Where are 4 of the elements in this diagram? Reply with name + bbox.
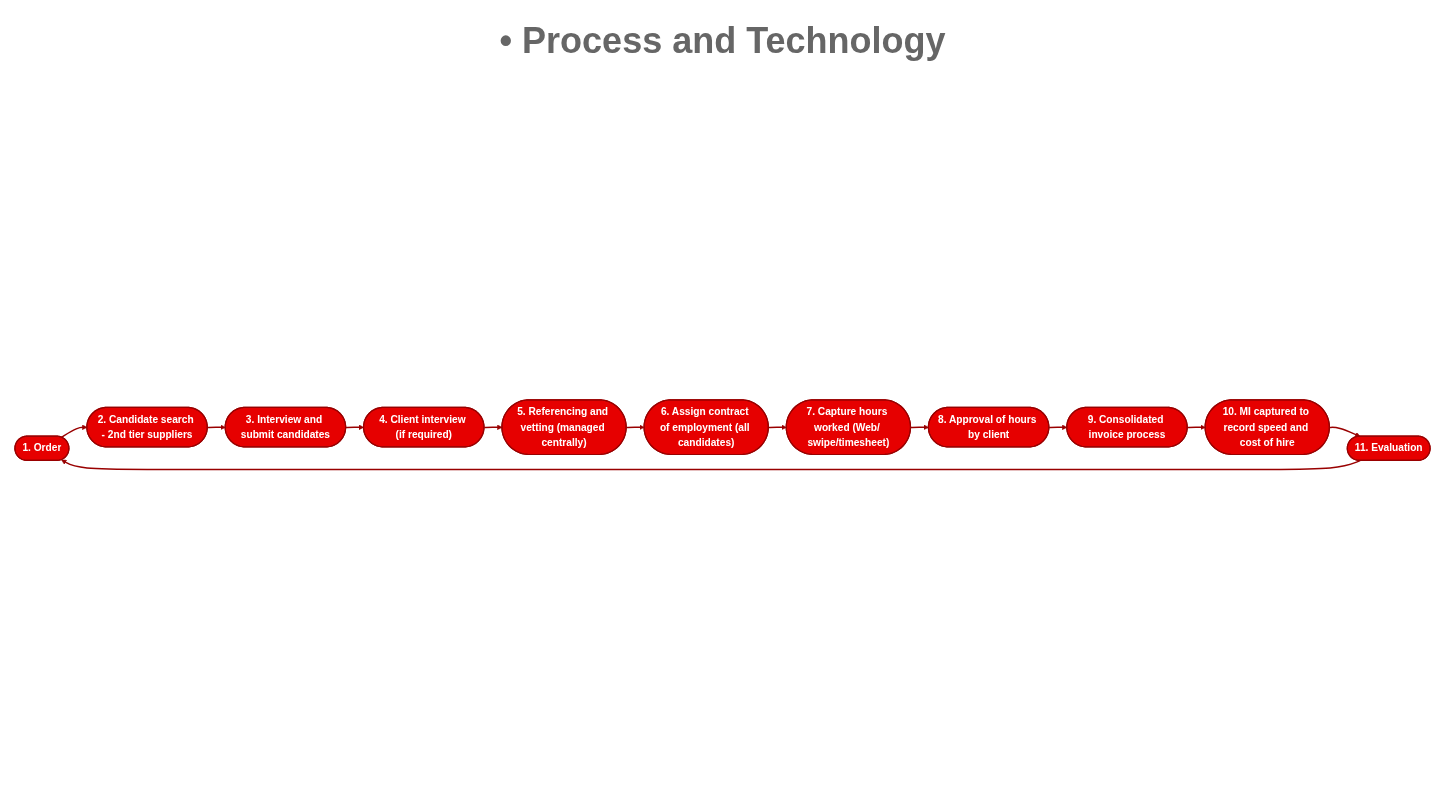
arrow	[910, 425, 929, 431]
arrow	[483, 425, 503, 431]
center-heading: • Process and Technology	[499, 20, 946, 62]
arrow	[61, 460, 1361, 471]
